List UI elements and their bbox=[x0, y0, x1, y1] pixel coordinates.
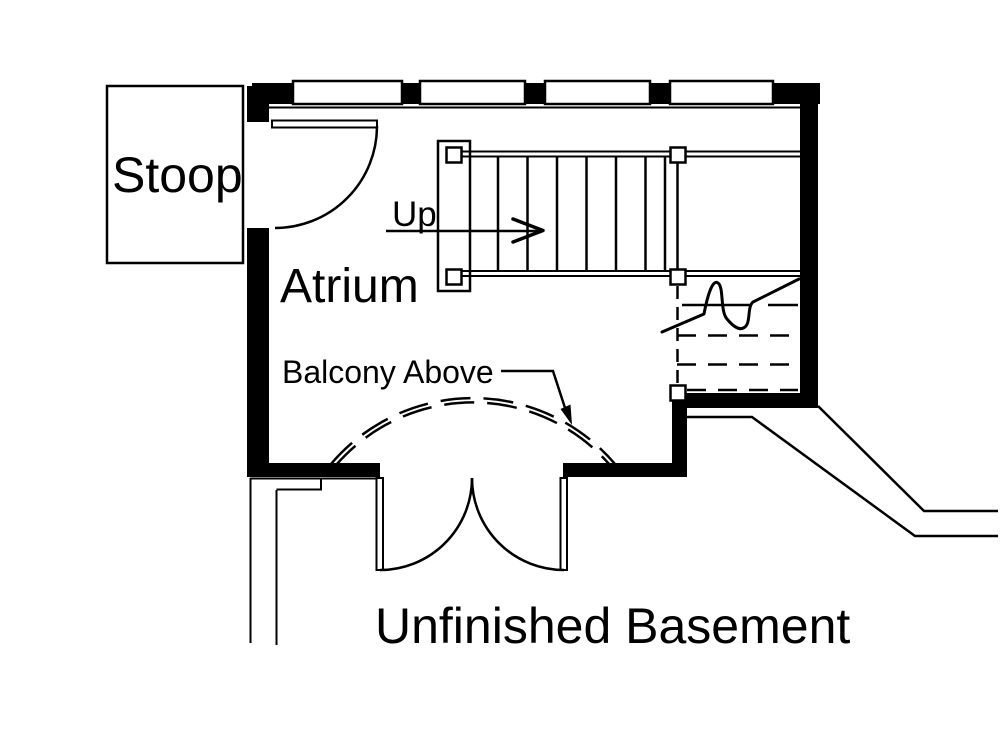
stair-bay-bottom-wall bbox=[672, 393, 818, 408]
balcony-dashed-arc bbox=[330, 396, 616, 465]
window-1 bbox=[291, 79, 404, 106]
basement-label: Unfinished Basement bbox=[375, 598, 850, 654]
window-4 bbox=[668, 79, 775, 106]
stair-break-line bbox=[660, 277, 801, 334]
window-2 bbox=[418, 79, 527, 106]
stoop-outline bbox=[105, 84, 245, 265]
up-arrow bbox=[386, 217, 545, 244]
staircase bbox=[436, 139, 801, 293]
french-door-left-leaf bbox=[375, 477, 384, 571]
railing-post-top-left bbox=[445, 146, 463, 164]
window-3 bbox=[543, 79, 652, 106]
foundation-lines bbox=[249, 477, 377, 645]
atrium-label: Atrium bbox=[280, 260, 419, 313]
left-wall-upper-stub bbox=[247, 86, 269, 122]
french-door-left-swing-arc bbox=[379, 477, 474, 572]
up-label: Up bbox=[392, 195, 437, 234]
railing-post-top-right bbox=[669, 146, 687, 164]
stair-treads bbox=[496, 157, 679, 271]
hidden-stair-run bbox=[660, 277, 801, 402]
bottom-wall-left bbox=[247, 463, 380, 477]
french-door-right-swing-arc bbox=[470, 477, 565, 572]
railing-post-bottom-left bbox=[445, 268, 463, 286]
stair-bay-left-wall bbox=[672, 393, 687, 477]
railing-post-bottom-right bbox=[669, 268, 687, 286]
bottom-wall-right bbox=[563, 463, 687, 477]
french-doors bbox=[375, 477, 568, 572]
stair-newel bbox=[436, 139, 472, 293]
left-wall bbox=[247, 228, 269, 477]
balcony-leader bbox=[501, 369, 572, 425]
stoop-label: Stoop bbox=[112, 147, 243, 203]
up-arrow-head bbox=[511, 217, 545, 244]
railing-post-lower bbox=[669, 384, 687, 402]
balcony-leader-arrowhead bbox=[560, 404, 572, 425]
balcony-label: Balcony Above bbox=[282, 354, 494, 390]
french-door-right-leaf bbox=[559, 477, 568, 571]
entry-door bbox=[271, 119, 379, 230]
areaway-outer-line bbox=[817, 405, 998, 513]
entry-door-swing-arc bbox=[274, 125, 379, 230]
exterior-areaway bbox=[687, 405, 998, 538]
right-wall bbox=[800, 84, 818, 408]
areaway-inner-line bbox=[687, 415, 998, 538]
balcony-leader-line bbox=[501, 369, 568, 412]
entry-door-leaf bbox=[271, 119, 378, 129]
windows bbox=[291, 79, 775, 106]
